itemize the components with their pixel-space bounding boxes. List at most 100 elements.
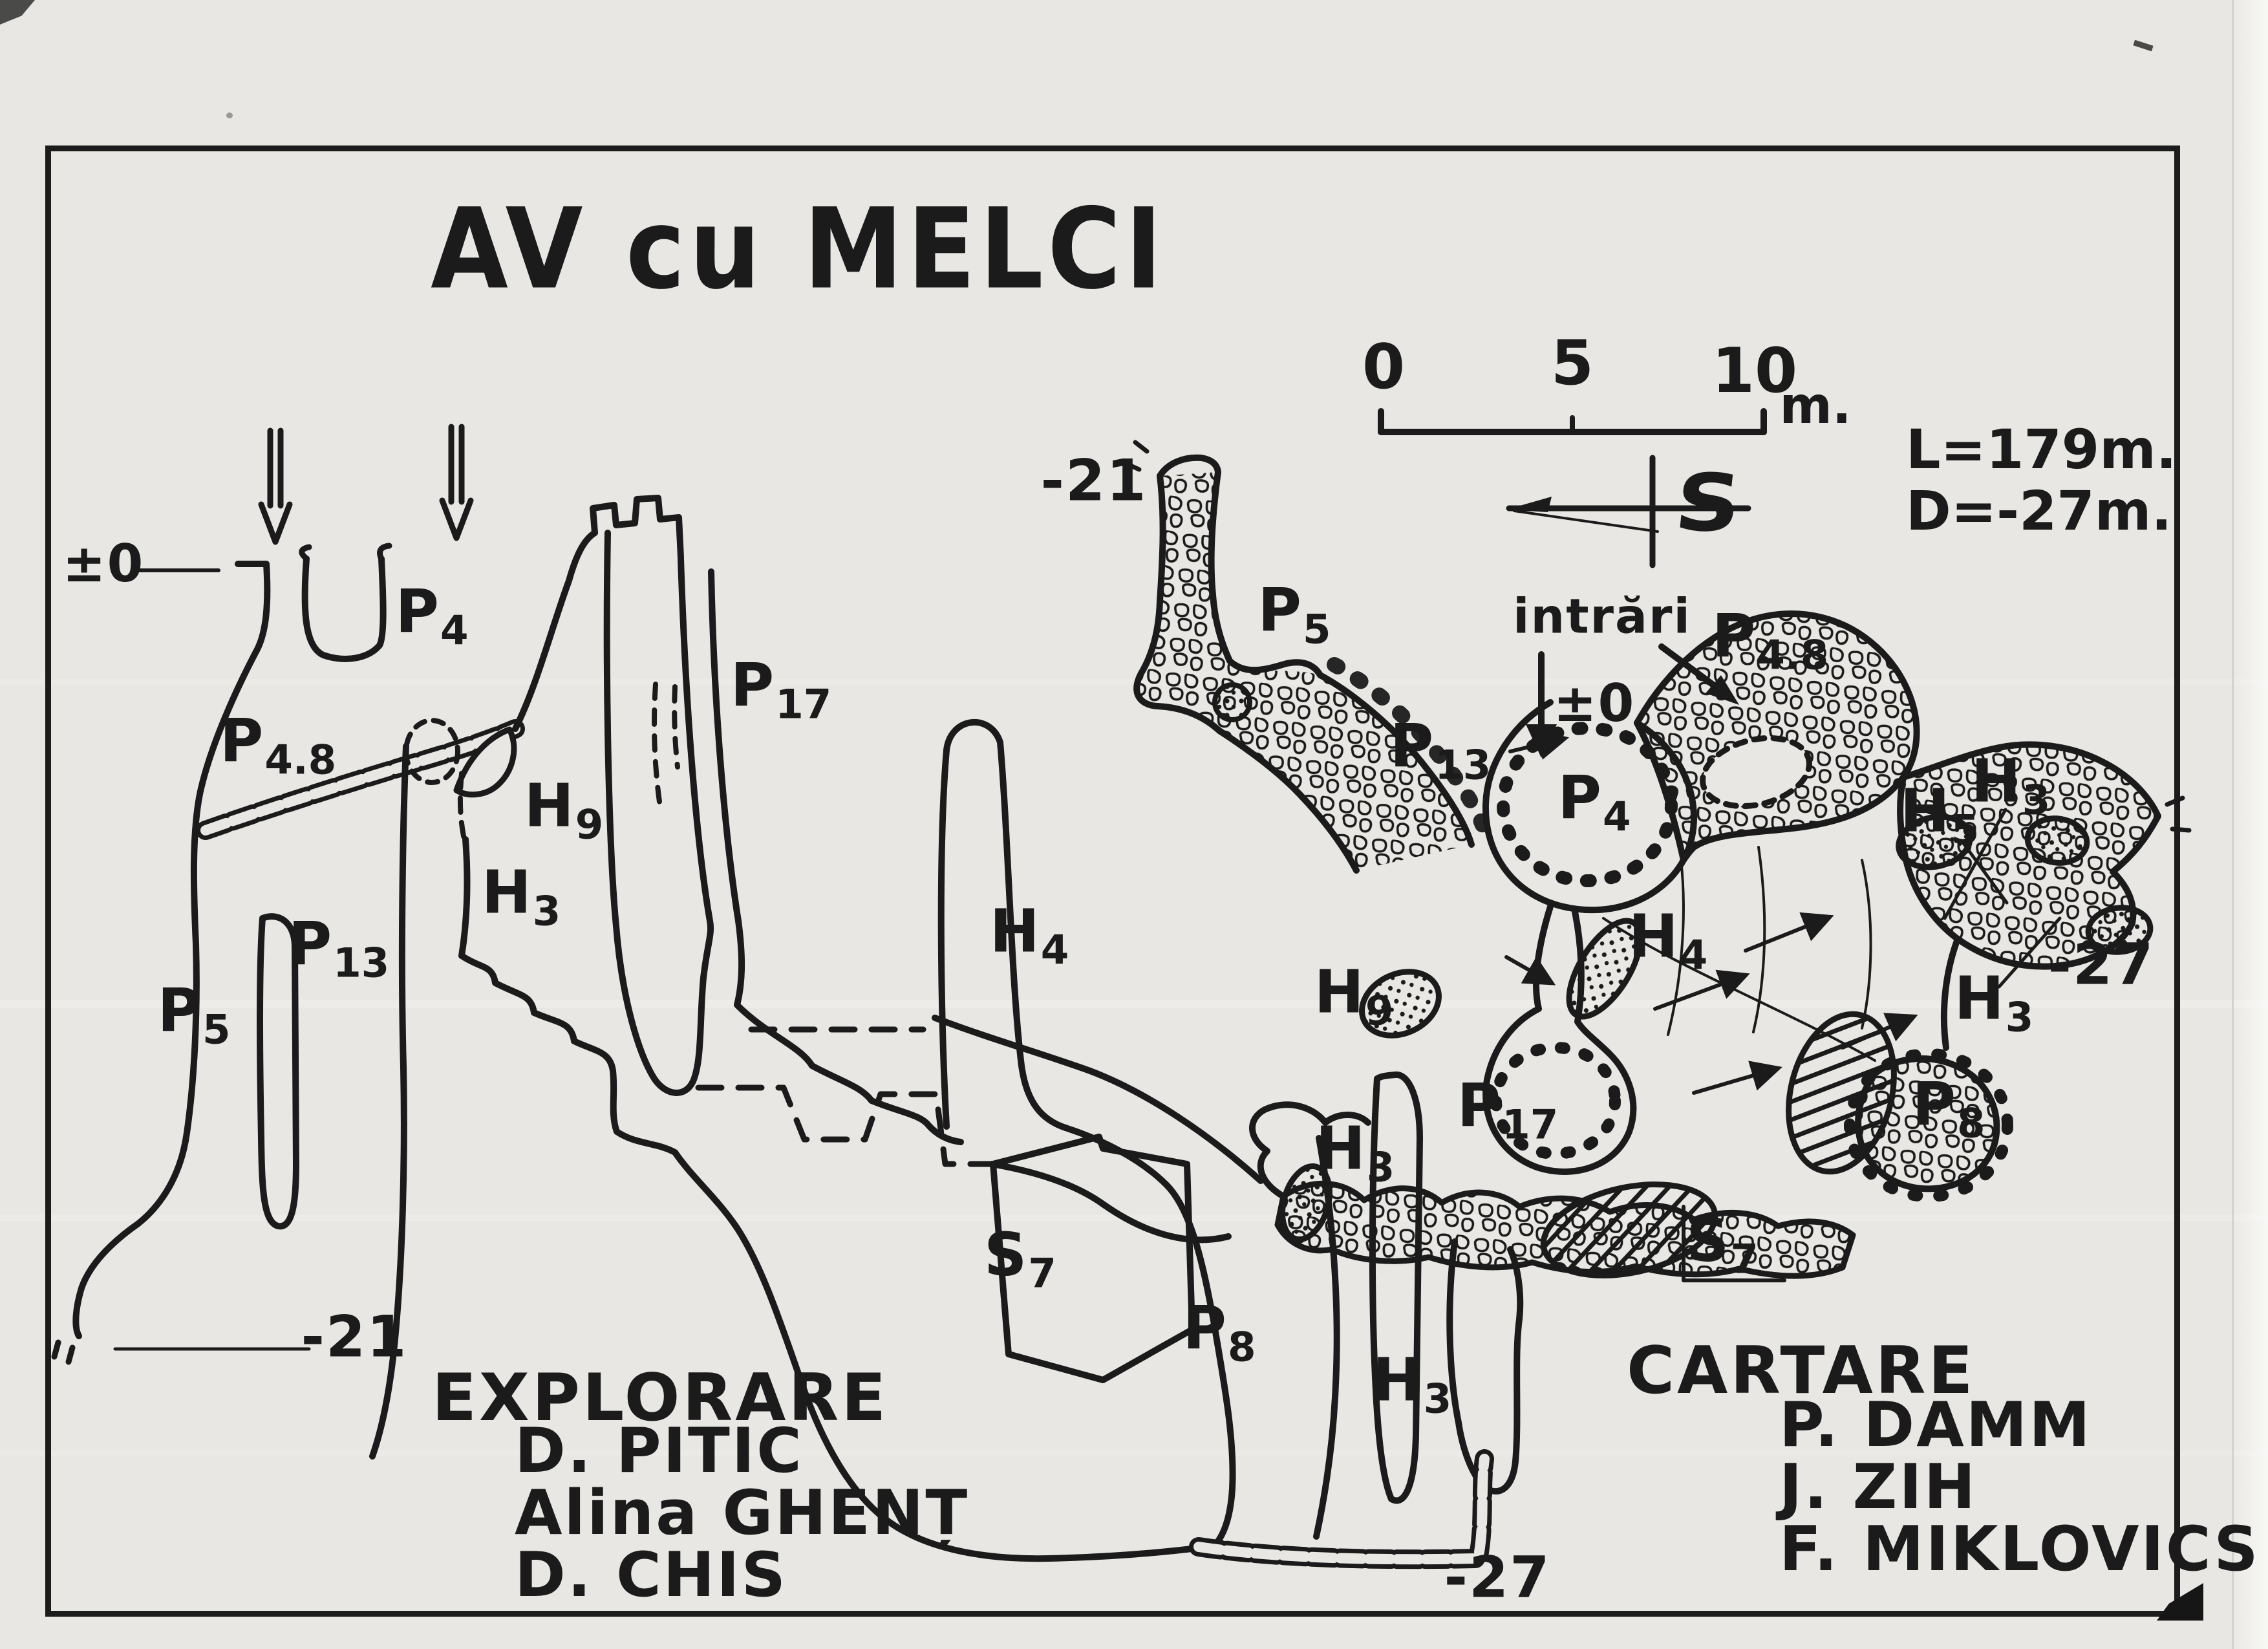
label-minus21-left: -21: [301, 1303, 408, 1370]
scale-unit: m.: [1779, 377, 1852, 435]
dashed-connector-lower: [695, 1084, 994, 1167]
label-p13-right: P13: [1389, 711, 1492, 789]
explorare-name: D. CHIS: [515, 1540, 788, 1611]
label-minus21-right: -21: [1040, 447, 1148, 514]
scan-speck: [226, 113, 233, 118]
label-datum-zero-right: ±0: [1553, 673, 1636, 733]
label-h3-left: H3: [481, 857, 561, 935]
label-s7-right: S7: [1686, 1205, 1759, 1283]
p17-shaft-left: [603, 530, 714, 1096]
right-plan-drawing: [1122, 440, 2192, 1282]
arm-wall-upper: [932, 1015, 1264, 1184]
profile-entrance-pit-1: [72, 561, 271, 1339]
profile-entrance-pit-2: [301, 555, 387, 662]
s7-underline: [1682, 1205, 1786, 1282]
label-p48-right: P4.8: [1711, 601, 1829, 679]
explorare-name: Alina GHENȚ: [515, 1478, 970, 1549]
h9-blob: [1359, 969, 1442, 1039]
label-intrari-label: intrări: [1513, 588, 1691, 645]
label-minus27-bottom: -27: [1444, 1544, 1551, 1611]
cobble-chain-bottom: [1189, 1449, 1494, 1569]
label-p17-right: P17: [1457, 1071, 1559, 1148]
entrance-arrow-diagonal: [1658, 643, 1739, 705]
label-h4-right: H4: [1628, 901, 1708, 979]
h9-dashes-left: [652, 682, 680, 804]
explorare-heading: EXPLORARE: [432, 1359, 889, 1436]
label-p5-left: P5: [157, 976, 231, 1053]
s7-pit-outline: [990, 1134, 1195, 1383]
entrance-arrow-down: [1526, 651, 1557, 758]
label-p4-right: P4: [1557, 763, 1631, 841]
north-arrow: [1506, 455, 1751, 568]
cartare-name: J. ZIH: [1779, 1452, 1978, 1523]
label-h3-right-top: H3: [1971, 746, 2051, 824]
label-p48-left: P4.8: [219, 706, 337, 784]
entrance-arrow-left-1: [258, 427, 293, 545]
entrance-arrow-left-2: [439, 424, 474, 541]
h5-leader: [1960, 839, 2009, 905]
cartare-name: F. MIKLOVICS: [1779, 1514, 2260, 1585]
survey-stats: L=179m. D=-27m.: [1906, 419, 2177, 542]
label-h9-right: H9: [1314, 957, 1394, 1035]
hatched-floor-b: [1786, 1011, 1897, 1175]
p13-wall-left: [369, 743, 409, 1460]
label-p17-left: P17: [730, 651, 832, 728]
plan-passage-left-wall: [1133, 473, 1360, 874]
scale-bar: [1378, 408, 1767, 435]
h3-arm-outline: [1249, 1101, 1371, 1200]
map-title: AV cu MELCI: [431, 184, 1166, 314]
h3-low-leader: [1997, 916, 2062, 989]
arm-wall-lower: [989, 1161, 1232, 1244]
north-s-glyph: S: [1671, 457, 1746, 549]
label-p4-left: P4: [395, 577, 469, 654]
cartare-heading: CARTARE: [1627, 1332, 1976, 1408]
length-stat: L=179m.: [1906, 418, 2177, 481]
h4-loop-left: [937, 718, 1069, 1131]
frame-border: [45, 146, 2180, 1617]
boulder-oval: [1896, 814, 1973, 870]
label-p5-right: P5: [1257, 576, 1331, 653]
p5-slot-left: [257, 913, 299, 1230]
h4-finger: [1566, 918, 1643, 1020]
gallery-right-wall: [1940, 936, 1961, 1051]
h3-step-wall: [458, 836, 1201, 1562]
hook-wall-center: [1446, 1238, 1524, 1494]
scale-tick-0: 0: [1362, 332, 1406, 403]
p48-dashed-oval: [1700, 735, 1812, 810]
boulder-oval: [2024, 815, 2090, 866]
label-p8-center: P8: [1182, 1293, 1256, 1371]
label-datum-zero-left: ±0: [62, 533, 145, 594]
funnel-right-wall: [1062, 1125, 1236, 1553]
label-p13-left: P13: [288, 909, 390, 987]
boulder-oval: [2085, 905, 2154, 955]
label-p8-right: P8: [1912, 1070, 1985, 1147]
dotted-pebble: [1212, 682, 1252, 722]
plan-top-passage-fill: [1137, 472, 1471, 870]
p13-hachure-ticks: [1327, 657, 1493, 842]
profile-towers: [590, 495, 684, 561]
plan-entrance-mouth: [1157, 454, 1221, 479]
p17-chamber: [1482, 903, 1637, 1175]
p17-hachure-ring: [1490, 1042, 1621, 1159]
label-h4-left: H4: [989, 896, 1069, 974]
h3-dashes-left: [457, 771, 467, 842]
profile-wedge: [453, 726, 517, 798]
profile-edge-dashes: [51, 1339, 76, 1365]
label-h9-left: H9: [524, 771, 604, 848]
h5-lobe: [1897, 741, 2161, 970]
label-h3-right-low: H3: [1954, 964, 2034, 1041]
plan-passage-right-wall: [1208, 469, 1475, 848]
cartare-name: P. DAMM: [1779, 1390, 2092, 1461]
explorare-name: D. PITIC: [515, 1416, 804, 1487]
depth-stat: D=-27m.: [1906, 479, 2172, 543]
scale-tick-10: 10: [1711, 336, 1798, 407]
label-minus27-right: -27: [2048, 931, 2155, 998]
label-h3-right-arm: H3: [1315, 1114, 1395, 1191]
label-s7-center: S7: [984, 1220, 1056, 1297]
hatched-floor-a: [1540, 1181, 1718, 1278]
h3-top-leader: [1943, 808, 2007, 920]
